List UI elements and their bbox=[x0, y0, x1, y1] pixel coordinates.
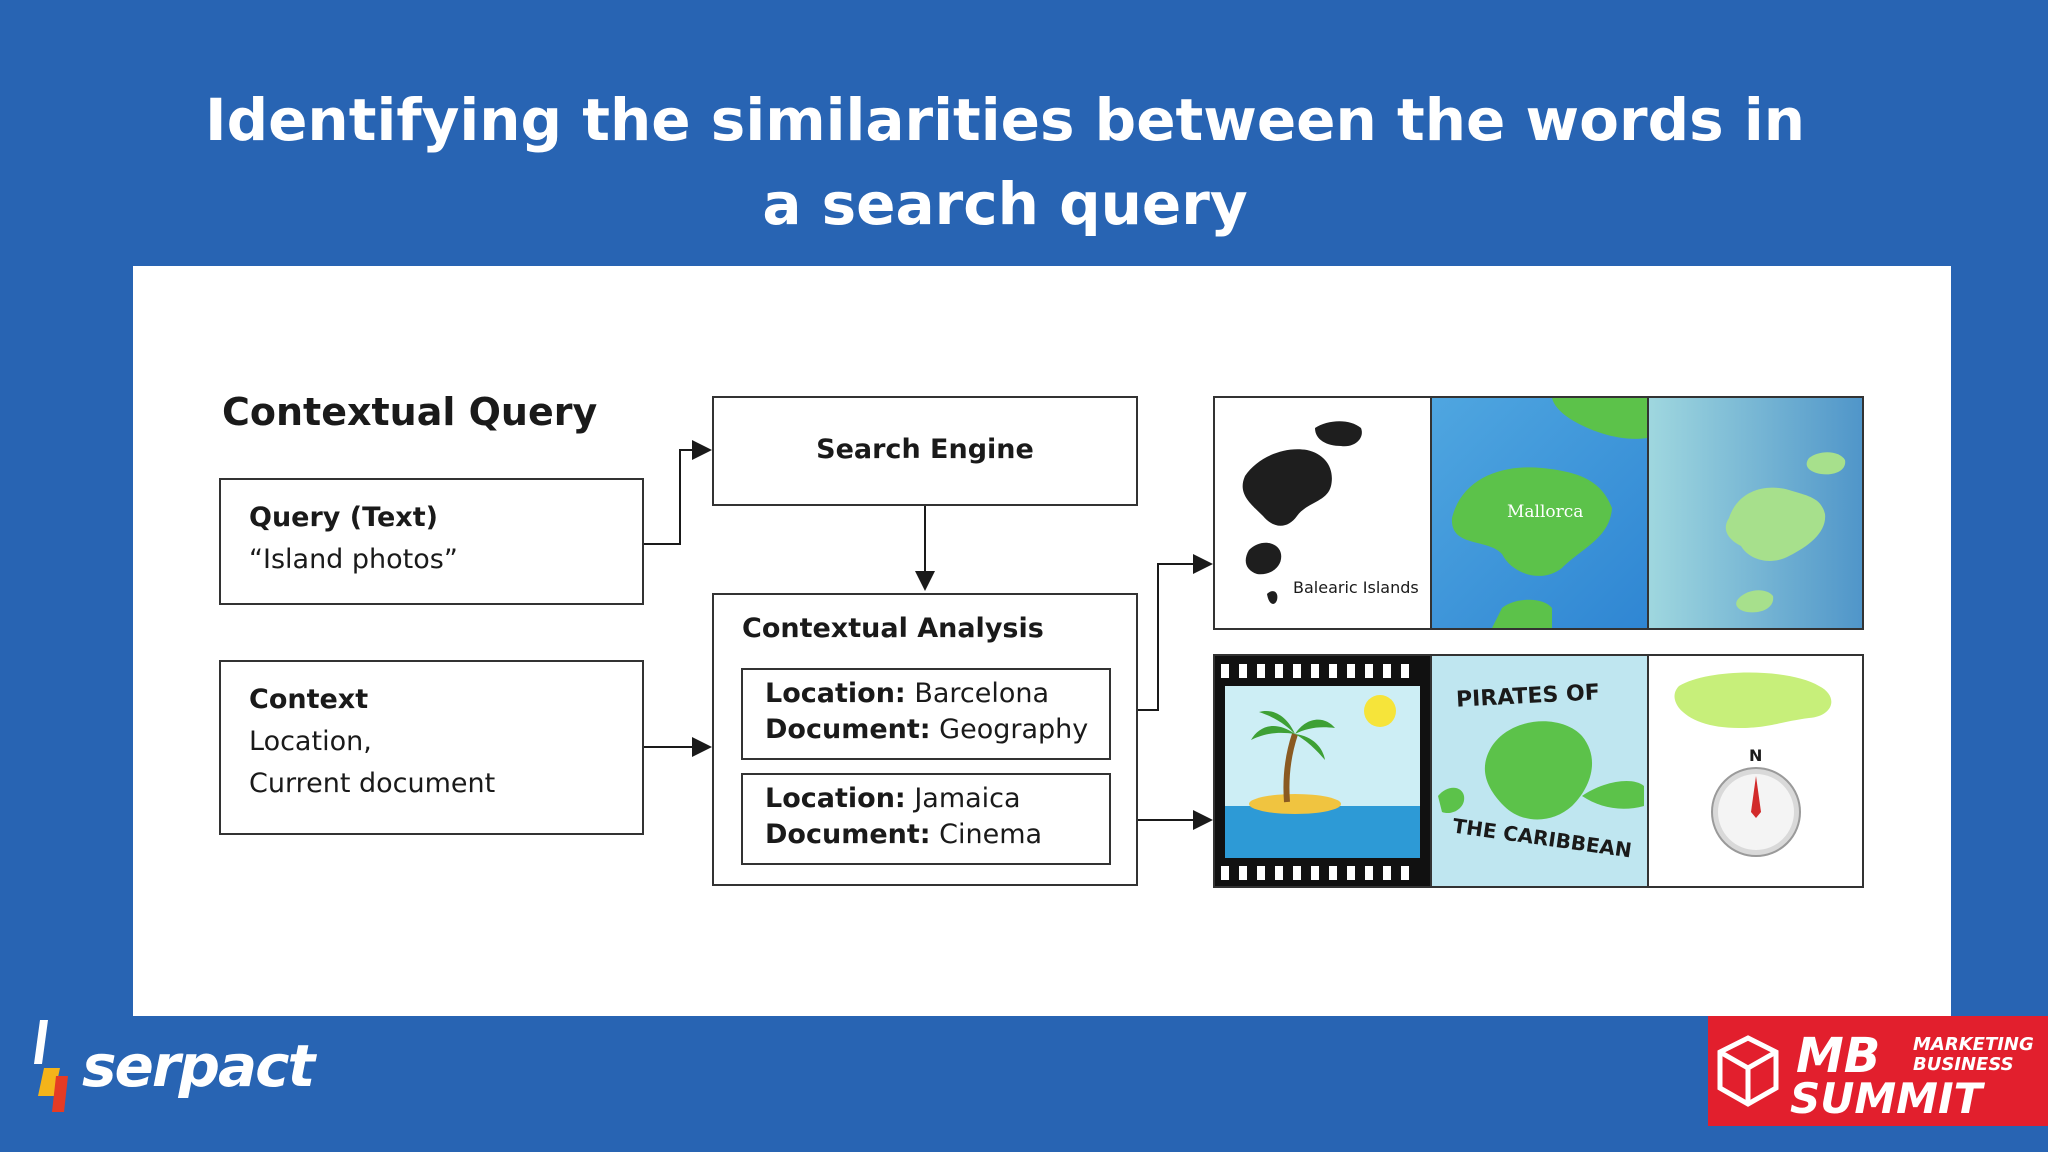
island-outline-map-image bbox=[1649, 398, 1862, 628]
mallorca-map-image: Mallorca bbox=[1432, 398, 1649, 628]
serpact-wordmark: serpact bbox=[82, 1032, 315, 1100]
analysis-result-barcelona-location: Location: Barcelona bbox=[765, 678, 1050, 709]
diagram-heading: Contextual Query bbox=[222, 390, 598, 434]
balearic-map-image: Balearic Islands bbox=[1215, 398, 1432, 628]
slide-title: Identifying the similarities between the… bbox=[205, 86, 1805, 238]
film-strip-island-image bbox=[1215, 656, 1432, 886]
image-row-cinema: PIRATES OF THE CARIBBEAN N bbox=[1213, 654, 1864, 888]
query-box-title: Query (Text) bbox=[249, 502, 438, 533]
pirates-map-image: PIRATES OF THE CARIBBEAN bbox=[1432, 656, 1649, 886]
analysis-result-jamaica: Location: Jamaica Document: Cinema bbox=[741, 773, 1111, 865]
diagram-panel: Contextual Query Query (Text) “Island ph… bbox=[133, 266, 1951, 1016]
analysis-result-jamaica-document: Document: Cinema bbox=[765, 819, 1043, 850]
analysis-result-barcelona-document: Document: Geography bbox=[765, 714, 1089, 745]
mb-logo-summit: SUMMIT bbox=[1790, 1074, 1983, 1123]
compass-map-image: N bbox=[1649, 656, 1862, 886]
analysis-result-barcelona: Location: Barcelona Document: Geography bbox=[741, 668, 1111, 760]
mallorca-caption: Mallorca bbox=[1507, 502, 1584, 522]
query-box-text: “Island photos” bbox=[249, 544, 458, 575]
context-box-line2: Current document bbox=[249, 768, 496, 799]
analysis-result-jamaica-location: Location: Jamaica bbox=[765, 783, 1021, 814]
mb-logo-main: MB bbox=[1796, 1028, 1881, 1084]
query-box: Query (Text) “Island photos” bbox=[219, 478, 644, 605]
context-box-line1: Location, bbox=[249, 726, 372, 757]
mb-logo-side2: BUSINESS bbox=[1913, 1054, 2014, 1075]
search-engine-label: Search Engine bbox=[816, 434, 1034, 465]
balearic-caption: Balearic Islands bbox=[1293, 578, 1419, 597]
search-engine-box: Search Engine bbox=[712, 396, 1138, 506]
context-box-title: Context bbox=[249, 684, 369, 715]
contextual-analysis-box: Contextual Analysis Location: Barcelona … bbox=[712, 593, 1138, 886]
context-box: Context Location, Current document bbox=[219, 660, 644, 835]
contextual-analysis-title: Contextual Analysis bbox=[742, 613, 1044, 644]
image-row-geography: Balearic Islands Mallorca bbox=[1213, 396, 1864, 630]
mb-logo-side1: MARKETING bbox=[1913, 1034, 2034, 1055]
mb-summit-logo: MB MARKETING BUSINESS SUMMIT bbox=[1708, 1016, 2048, 1126]
compass-north-label: N bbox=[1749, 746, 1763, 765]
